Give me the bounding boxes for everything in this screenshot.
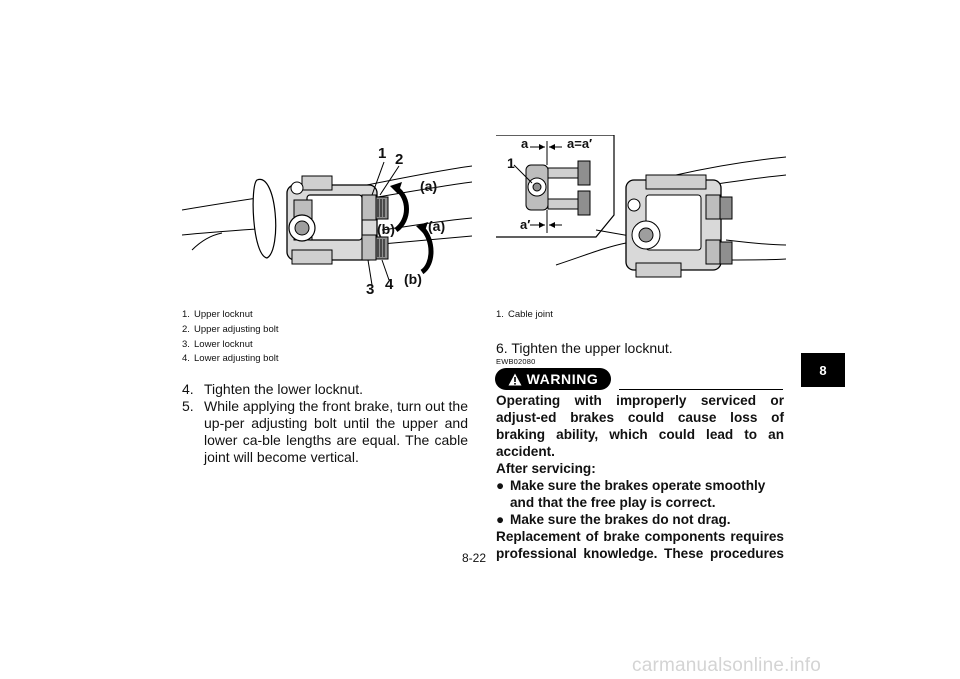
figure-cable-joint: a a=a′ 1 a′ — [496, 135, 786, 310]
callout-4: 4 — [385, 276, 394, 293]
bullet-dot-icon: ● — [496, 512, 505, 527]
caption-item: 3.Lower locknut — [182, 338, 253, 350]
callout-a-upper: (a) — [420, 178, 438, 194]
warning-bullet: ● Make sure the brakes operate smoothly … — [496, 478, 766, 510]
caption-item: 1.Cable joint — [496, 309, 553, 320]
caption-item: 1.Upper locknut — [182, 309, 253, 320]
warning-code: EWB02080 — [496, 357, 536, 366]
step-item: 4.Tighten the lower locknut. — [182, 381, 364, 397]
dim-label-a: a — [521, 136, 529, 151]
watermark: carmanualsonline.info — [632, 655, 822, 676]
callout-a-lower: (a) — [428, 218, 446, 234]
callout-3: 3 — [366, 281, 375, 298]
figure-brake-adjusters: 1 2 3 4 (a) (a) (b) (b) — [182, 140, 472, 310]
step-item: 5.While applying the front brake, turn o… — [182, 398, 468, 465]
callout-1: 1 — [378, 145, 387, 162]
warning-triangle-icon — [508, 373, 522, 385]
callout-b-upper: (b) — [377, 221, 395, 237]
callout-2: 2 — [395, 151, 404, 168]
page-number: 8-22 — [462, 551, 487, 565]
caption-right: 1.Cable joint — [496, 308, 553, 323]
bullet-dot-icon: ● — [496, 478, 505, 493]
warning-bullet: ● Make sure the brakes do not drag. — [496, 512, 731, 527]
warning-after-heading: After servicing: — [496, 461, 596, 476]
callout-1: 1 — [507, 155, 515, 171]
warning-outro: Replacement of brake components requires… — [496, 529, 784, 561]
caption-left: 1.Upper locknut 2.Upper adjusting bolt 3… — [182, 308, 279, 367]
warning-badge: WARNING — [495, 368, 611, 390]
warning-intro: Operating with improperly serviced or ad… — [496, 393, 784, 459]
step-6: 6. Tighten the upper locknut. — [496, 340, 673, 356]
dim-label-a-prime: a′ — [520, 217, 531, 232]
warning-label: WARNING — [526, 371, 599, 387]
warning-rule — [619, 389, 783, 390]
caption-item: 4.Lower adjusting bolt — [182, 353, 279, 365]
dim-label-a-equals-a-prime: a=a′ — [567, 136, 593, 151]
section-tab: 8 — [801, 353, 845, 387]
procedure-steps: 4.Tighten the lower locknut. 5.While app… — [182, 381, 468, 466]
warning-text: Operating with improperly serviced or ad… — [496, 392, 784, 562]
caption-item: 2.Upper adjusting bolt — [182, 323, 279, 335]
callout-b-lower: (b) — [404, 271, 422, 287]
